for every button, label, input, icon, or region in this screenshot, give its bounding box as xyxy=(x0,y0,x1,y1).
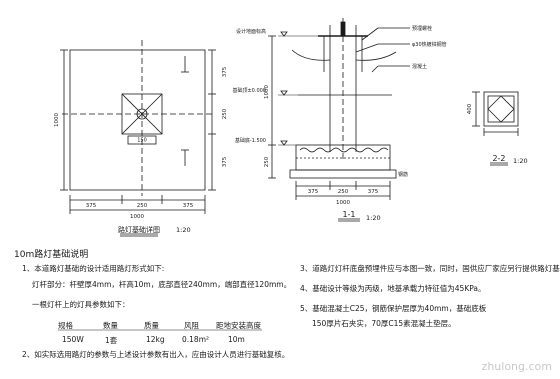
plan-vdim-mid: 250 xyxy=(222,108,228,119)
lamp-cell-height: 10m xyxy=(228,335,245,344)
note-1-lamp-intro: 一根灯杆上的灯具参数如下： xyxy=(32,300,130,309)
plan-dim-2: 250 xyxy=(137,203,148,209)
s1-dim-total: 1000 xyxy=(336,200,350,206)
plan-inner-dim: 150 xyxy=(137,138,147,144)
lamp-cell-wind: 0.18m² xyxy=(182,335,210,344)
lamp-cell-mass: 12kg xyxy=(146,335,165,344)
plan-dim-1: 375 xyxy=(86,203,97,209)
note-5-cont: 150厚片石夹实，70厚C15素混凝土垫层。 xyxy=(312,319,456,328)
note-1-pole: 灯杆部分：杆壁厚4mm，杆高10m，底部直径240mm，端部直径120mm。 xyxy=(32,280,292,289)
s2-scale: 1:20 xyxy=(513,157,528,165)
lamp-cell-spec: 150W xyxy=(62,335,84,344)
plan-view xyxy=(60,40,216,237)
s1-label-rebar: 钢筋 xyxy=(398,171,408,178)
notes-title: 10m路灯基础说明 xyxy=(14,250,89,260)
s1-label-pipe: φ30热镀锌钢管 xyxy=(412,41,447,48)
section-2-2 xyxy=(472,91,519,166)
lamp-header-spec: 规格 xyxy=(58,321,73,330)
note-1: 1、本道路灯基础的设计适用路灯形式如下: xyxy=(22,264,165,273)
lamp-cell-qty: 1套 xyxy=(105,336,118,345)
s1-dim-1: 375 xyxy=(308,189,319,195)
s1-caption: 1-1 xyxy=(342,210,355,219)
lamp-header-wind: 风阻 xyxy=(184,321,199,330)
plan-scale: 1:20 xyxy=(176,226,191,234)
s1-label-bolt: 预埋螺栓 xyxy=(412,25,432,32)
s1-vdim: 1000 xyxy=(264,85,270,99)
plan-dim-3: 375 xyxy=(183,203,194,209)
watermark: zhulong.com xyxy=(481,360,552,373)
plan-vdim-total: 1000 xyxy=(54,113,60,127)
s1-elev-bot: 基础底-1.500 xyxy=(235,137,266,144)
plan-vdim-top: 375 xyxy=(222,66,228,77)
s2-caption: 2-2 xyxy=(492,154,505,163)
s1-label-concrete: 混凝土 xyxy=(412,63,427,70)
lamp-header-height: 距地安装高度 xyxy=(216,321,261,330)
s1-scale: 1:20 xyxy=(366,214,381,222)
s1-vdim2: 250 xyxy=(264,156,270,167)
s1-dim-2: 250 xyxy=(338,189,349,195)
note-5: 5、基础混凝土C25，钢筋保护层厚为40mm，基础底板 xyxy=(300,304,487,313)
plan-vdim-bot: 375 xyxy=(222,156,228,167)
section-1-1 xyxy=(268,18,410,222)
lamp-header-qty: 数量 xyxy=(103,321,118,330)
plan-dim-total: 1000 xyxy=(130,214,144,220)
lamp-header-mass: 质量 xyxy=(144,321,159,330)
s2-dim: 400 xyxy=(467,103,473,114)
plan-caption: 路灯基础详图 xyxy=(118,225,160,234)
note-4: 4、基础设计等级为丙级，地基承载力特征值为45KPa。 xyxy=(300,284,486,293)
s1-dim-3: 375 xyxy=(368,189,379,195)
s1-elev-top: 设计地面标高 xyxy=(236,28,266,35)
s1-elev-mid: 基础顶±0.000 xyxy=(232,87,266,94)
note-2: 2、如实际选用路灯的参数与上述设计参数有出入，应由设计人员进行基础复核。 xyxy=(22,350,290,359)
note-3: 3、道路灯灯杆底盘预埋件应与本图一致，同时，国供应厂家应另行提供路灯基础施工图。 xyxy=(300,264,560,273)
